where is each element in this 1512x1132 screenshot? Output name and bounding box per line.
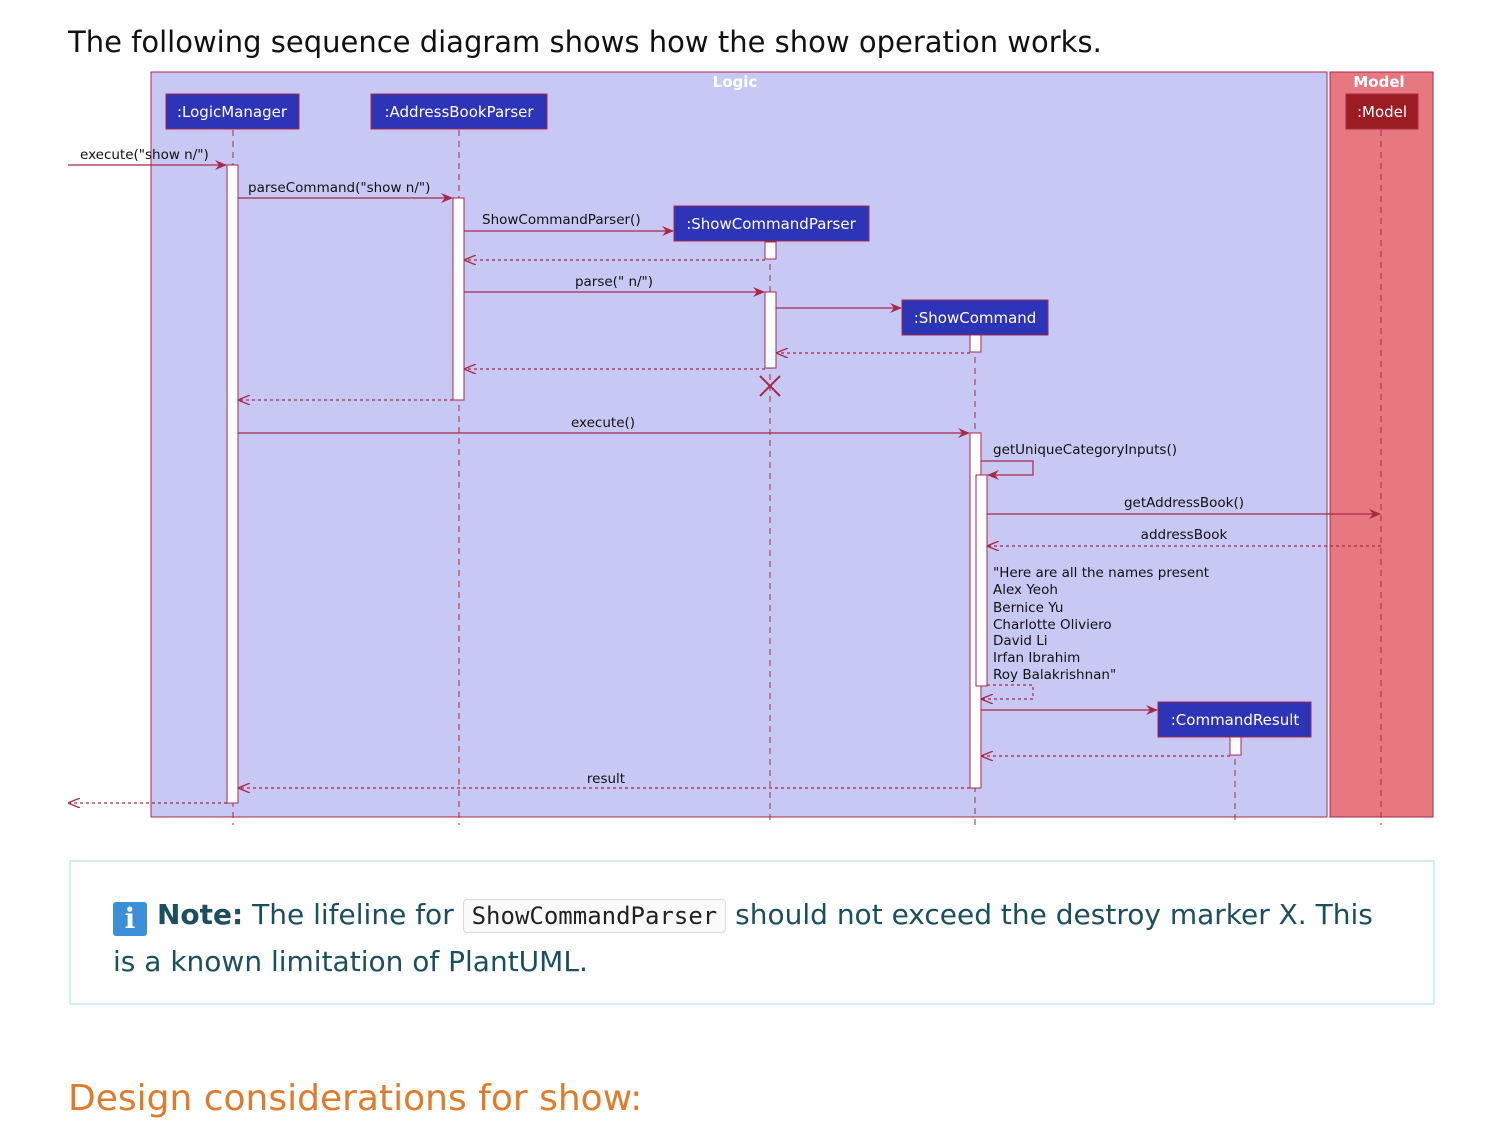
intro-text: The following sequence diagram shows how… [68, 25, 1102, 59]
participant-show-command [901, 299, 1049, 336]
names-note-line: "Here are all the names present [993, 565, 1209, 581]
activation-show-command-self [975, 474, 988, 687]
participant-address-book-parser [370, 93, 548, 130]
names-note-line: Roy Balakrishnan" [993, 667, 1116, 683]
note-callout: i Note: The lifeline for ShowCommandParse… [69, 860, 1435, 1005]
participant-show-command-parser [673, 205, 870, 242]
participant-command-result-label: :CommandResult [1171, 711, 1300, 729]
note-text: i Note: The lifeline for ShowCommandParse… [113, 892, 1403, 985]
note-text-before: The lifeline for [243, 898, 463, 931]
names-note-line: Charlotte Oliviero [993, 617, 1112, 633]
names-note-line: Alex Yeoh [993, 582, 1058, 598]
msg-names-self-return-arrow [982, 684, 1034, 699]
msg-execute-in-label: execute("show n/") [80, 147, 209, 163]
participant-show-command-parser-label: :ShowCommandParser [686, 215, 856, 233]
msg-get-unique-arrow [981, 460, 1034, 480]
note-text-after: should not exceed the destroy marker X. … [113, 898, 1373, 978]
msg-result-label: result [587, 771, 625, 787]
note-code: ShowCommandParser [462, 899, 727, 933]
activation-show-command-parser-parse [764, 291, 777, 369]
msg-address-book-label: addressBook [1141, 527, 1228, 543]
destroy-marker [759, 375, 781, 397]
activation-show-command-parser-create [764, 241, 777, 260]
msg-get-address-book-label: getAddressBook() [1124, 495, 1244, 511]
participant-logic-manager-label: :LogicManager [177, 103, 288, 121]
participant-model [1345, 93, 1419, 130]
info-icon: i [113, 902, 147, 936]
msg-create-parser-label: ShowCommandParser() [482, 212, 641, 228]
logic-frame-title: Logic [713, 73, 758, 91]
activation-show-command-create [969, 334, 982, 353]
msg-parse-command-label: parseCommand("show n/") [248, 180, 430, 196]
participant-address-book-parser-label: :AddressBookParser [384, 103, 534, 121]
activation-command-result [1229, 736, 1242, 756]
logic-frame [150, 71, 1328, 818]
msg-execute-label: execute() [571, 415, 635, 431]
msg-parse-label: parse(" n/") [575, 274, 653, 290]
participant-show-command-label: :ShowCommand [914, 309, 1037, 327]
sequence-diagram: Logic Model :LogicManager :AddressBookPa… [68, 71, 1434, 825]
note-label: Note: [157, 898, 244, 931]
msg-get-unique-label: getUniqueCategoryInputs() [993, 442, 1177, 458]
section-heading: Design considerations for show: [68, 1078, 643, 1119]
names-note-line: Irfan Ibrahim [993, 650, 1080, 666]
names-note-line: David Li [993, 633, 1048, 649]
participant-model-label: :Model [1357, 103, 1407, 121]
activation-logic-manager [226, 164, 239, 804]
participant-logic-manager [165, 93, 300, 130]
names-note-line: Bernice Yu [993, 600, 1063, 616]
model-frame-title: Model [1353, 73, 1404, 91]
activation-address-book-parser [452, 197, 465, 401]
